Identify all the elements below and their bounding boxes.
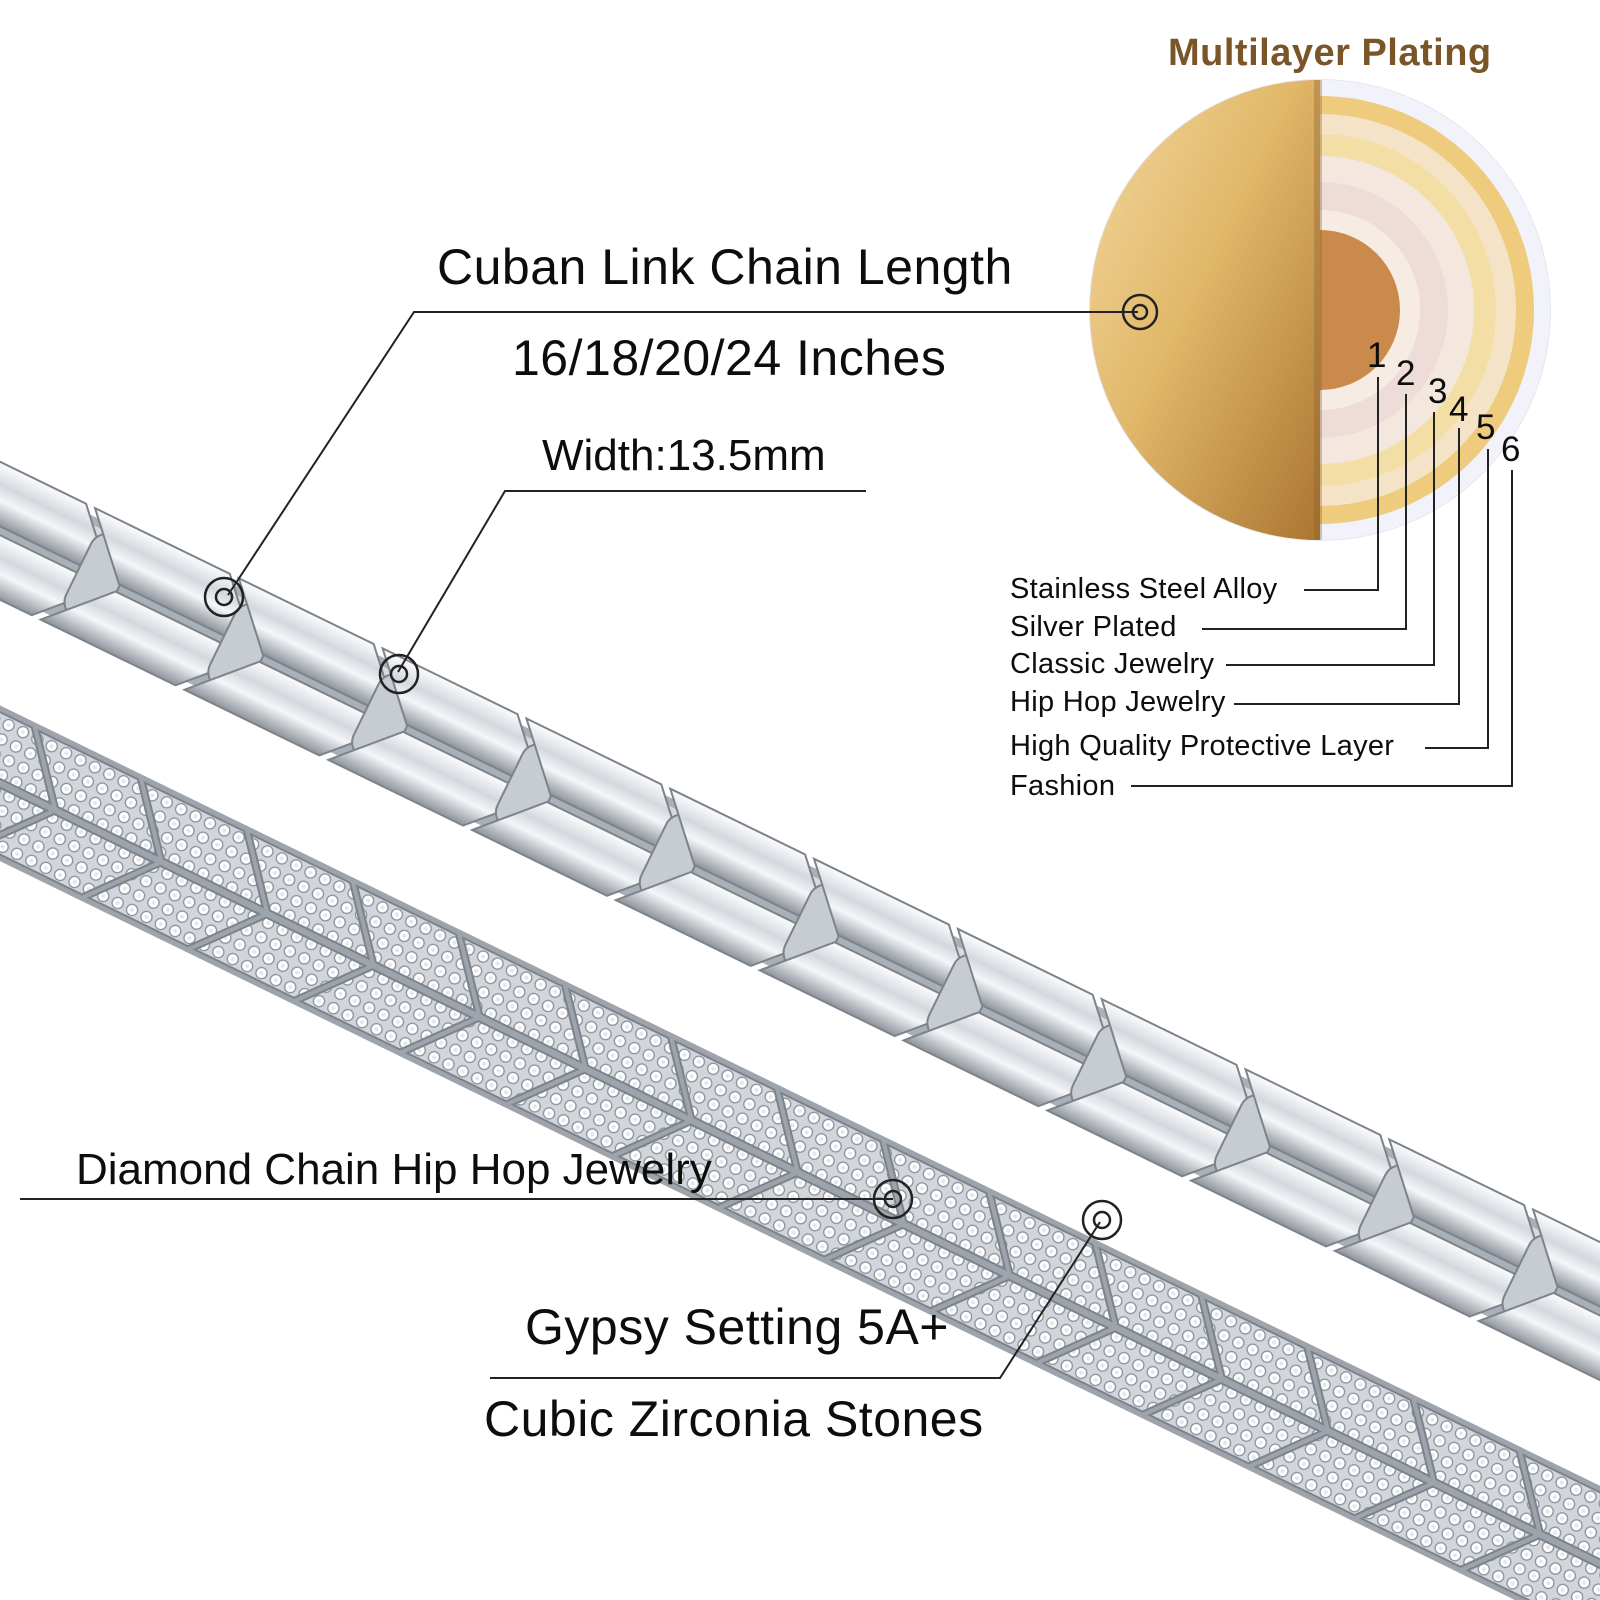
layer-label-2: Silver Plated [1010, 611, 1177, 643]
polished-cuban-chain [0, 436, 1600, 1388]
iced-link [1465, 1453, 1600, 1600]
layer-label-3: Classic Jewelry [1010, 648, 1215, 680]
iced-link [86, 781, 265, 948]
layer-number-3: 3 [1428, 372, 1448, 411]
iced-link [0, 677, 52, 844]
layer-label-4: Hip Hop Jewelry [1010, 686, 1226, 718]
iced-link [404, 936, 583, 1103]
layer-number-4: 4 [1449, 390, 1469, 429]
layer-number-1: 1 [1367, 336, 1387, 375]
iced-link [1041, 1246, 1219, 1413]
iced-link [192, 832, 371, 999]
layer-number-2: 2 [1396, 354, 1416, 393]
plating-layers-sphere [1089, 79, 1551, 541]
layer-number-5: 5 [1476, 408, 1496, 447]
diamond-chain-label: Diamond Chain Hip Hop Jewelry [76, 1145, 712, 1194]
chain-width: Width:13.5mm [542, 431, 826, 480]
callout-markers [203, 576, 1123, 1241]
leader-lines [20, 311, 1513, 1379]
layer-label-1: Stainless Steel Alloy [1010, 573, 1278, 605]
iced-link [935, 1194, 1113, 1362]
setting-line-2: Cubic Zirconia Stones [484, 1391, 984, 1447]
iced-link [616, 1039, 795, 1206]
chain-length-title: Cuban Link Chain Length [437, 239, 1013, 295]
iced-cuban-chain [0, 669, 1600, 1600]
polished-link [181, 576, 421, 765]
layer-label-6: Fashion [1010, 770, 1116, 802]
layer-label-5: High Quality Protective Layer [1010, 730, 1395, 762]
polished-link [1476, 1207, 1600, 1388]
iced-link [510, 987, 689, 1155]
polished-link [1188, 1067, 1428, 1256]
setting-line-1: Gypsy Setting 5A+ [525, 1299, 950, 1355]
iced-link [1253, 1350, 1431, 1517]
iced-link [298, 884, 477, 1051]
iced-link [722, 1091, 901, 1258]
iced-link [1147, 1298, 1325, 1465]
layer-number-6: 6 [1501, 430, 1521, 469]
plating-heading: Multilayer Plating [1168, 32, 1492, 74]
chain-length-sizes: 16/18/20/24 Inches [512, 330, 947, 386]
iced-link [1359, 1401, 1537, 1568]
iced-link [0, 729, 159, 896]
